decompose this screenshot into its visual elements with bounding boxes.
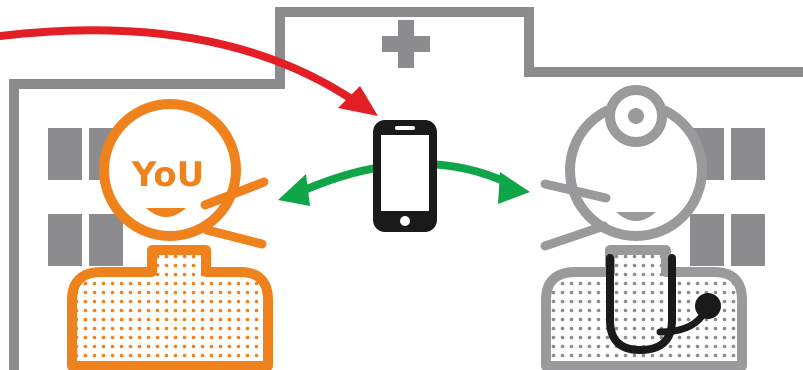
head-mirror-icon [610, 90, 662, 142]
window [89, 214, 123, 266]
window [731, 214, 765, 266]
medical-cross-icon [382, 20, 430, 68]
smartphone-icon [373, 120, 437, 232]
window [690, 214, 724, 266]
patient-label: YoU [131, 155, 204, 195]
window [48, 128, 82, 180]
window [48, 214, 82, 266]
window [731, 128, 765, 180]
